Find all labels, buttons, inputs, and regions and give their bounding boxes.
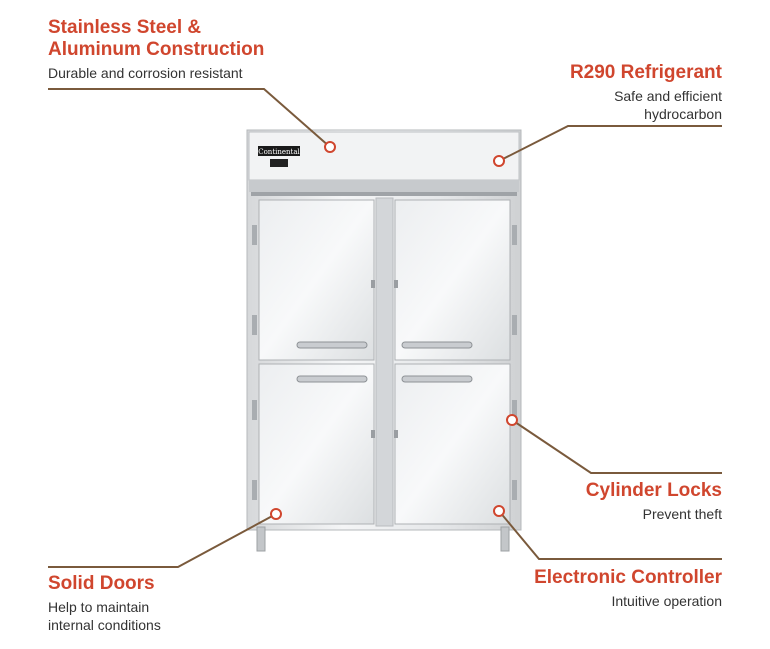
callout-doors: Solid Doors Help to maintain internal co… [48, 573, 161, 634]
brand-plate [258, 146, 300, 156]
callout-title: R290 Refrigerant [569, 62, 722, 83]
door-lower-left [258, 363, 375, 525]
door-handles [296, 341, 473, 383]
callout-locks: Cylinder Locks Prevent theft [586, 480, 722, 523]
leg-right [500, 526, 510, 552]
controller-display [270, 159, 288, 167]
marker-controller [493, 505, 505, 517]
callout-desc: Prevent theft [642, 506, 722, 522]
door-upper-left [258, 199, 375, 361]
lock-icon [371, 280, 398, 438]
callout-controller: Electronic Controller Intuitive operatio… [534, 567, 722, 610]
callout-title: Cylinder Locks [585, 480, 722, 501]
callout-desc: Intuitive operation [611, 593, 722, 609]
brand-plate-text: Continental [258, 148, 300, 156]
marker-doors [270, 508, 282, 520]
callout-title: Solid Doors [48, 573, 155, 594]
callout-title: Stainless Steel & Aluminum Construction [48, 17, 265, 60]
callout-title: Electronic Controller [534, 567, 722, 588]
callout-desc: Safe and efficient hydrocarbon [614, 88, 722, 122]
callout-refrigerant: R290 Refrigerant Safe and efficient hydr… [570, 62, 722, 123]
door-upper-right [394, 199, 511, 361]
callout-desc: Help to maintain internal conditions [48, 599, 161, 633]
marker-locks [506, 414, 518, 426]
callout-stainless: Stainless Steel & Aluminum Construction … [48, 17, 264, 82]
callout-desc: Durable and corrosion resistant [48, 65, 243, 81]
door-lower-right [394, 363, 511, 525]
marker-stainless [324, 141, 336, 153]
leg-left [256, 526, 266, 552]
marker-refrigerant [493, 155, 505, 167]
